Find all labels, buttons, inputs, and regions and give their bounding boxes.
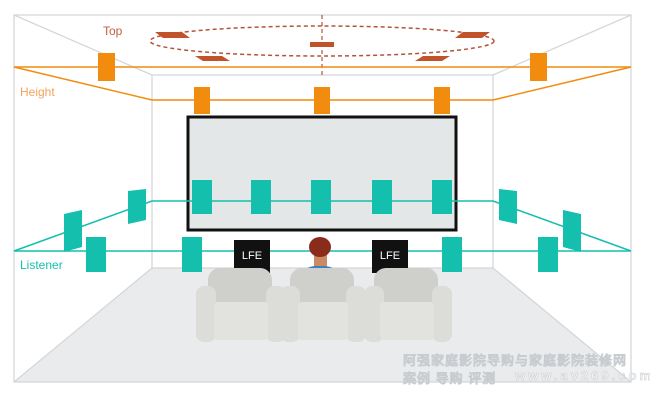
watermark-title: 阿强家庭影院导购与家庭影院装修网 bbox=[403, 353, 628, 369]
subwoofer bbox=[372, 240, 408, 273]
listener-label: Listener bbox=[20, 258, 63, 272]
seats bbox=[196, 268, 452, 342]
height-speakers bbox=[98, 53, 547, 114]
top-speakers bbox=[155, 32, 490, 61]
height-speaker bbox=[434, 87, 450, 114]
watermark-subtitle: 案例 导购 评测 bbox=[403, 371, 497, 387]
front-speaker bbox=[251, 180, 271, 214]
front-speaker bbox=[432, 180, 452, 214]
height-speaker bbox=[314, 87, 330, 114]
side-speaker bbox=[128, 189, 146, 224]
seat bbox=[196, 268, 286, 342]
top-speaker bbox=[415, 56, 450, 61]
height-speaker bbox=[98, 53, 115, 81]
top-speaker-path bbox=[149, 25, 495, 57]
surround-speaker bbox=[538, 237, 558, 272]
top-speaker bbox=[155, 32, 190, 38]
subwoofer bbox=[234, 240, 270, 273]
height-label: Height bbox=[20, 85, 55, 99]
listener-speakers bbox=[64, 180, 581, 272]
top-speaker bbox=[310, 42, 334, 47]
watermark-url: www.av269.com bbox=[515, 368, 650, 384]
side-speaker bbox=[499, 189, 517, 224]
front-speaker bbox=[192, 180, 212, 214]
side-speaker bbox=[64, 210, 82, 252]
seat bbox=[364, 268, 452, 342]
height-speaker bbox=[194, 87, 210, 114]
top-label: Top bbox=[103, 24, 123, 38]
surround-speaker bbox=[442, 237, 462, 272]
top-speaker bbox=[195, 56, 230, 61]
surround-speaker bbox=[182, 237, 202, 272]
top-speaker bbox=[455, 32, 490, 38]
front-speaker bbox=[372, 180, 392, 214]
surround-speaker bbox=[86, 237, 106, 272]
subwoofer-label: LFE bbox=[241, 250, 263, 262]
front-speaker bbox=[311, 180, 331, 214]
side-speaker bbox=[563, 210, 581, 252]
subwoofer-label: LFE bbox=[379, 250, 401, 262]
seat bbox=[280, 268, 366, 342]
height-speaker bbox=[530, 53, 547, 81]
